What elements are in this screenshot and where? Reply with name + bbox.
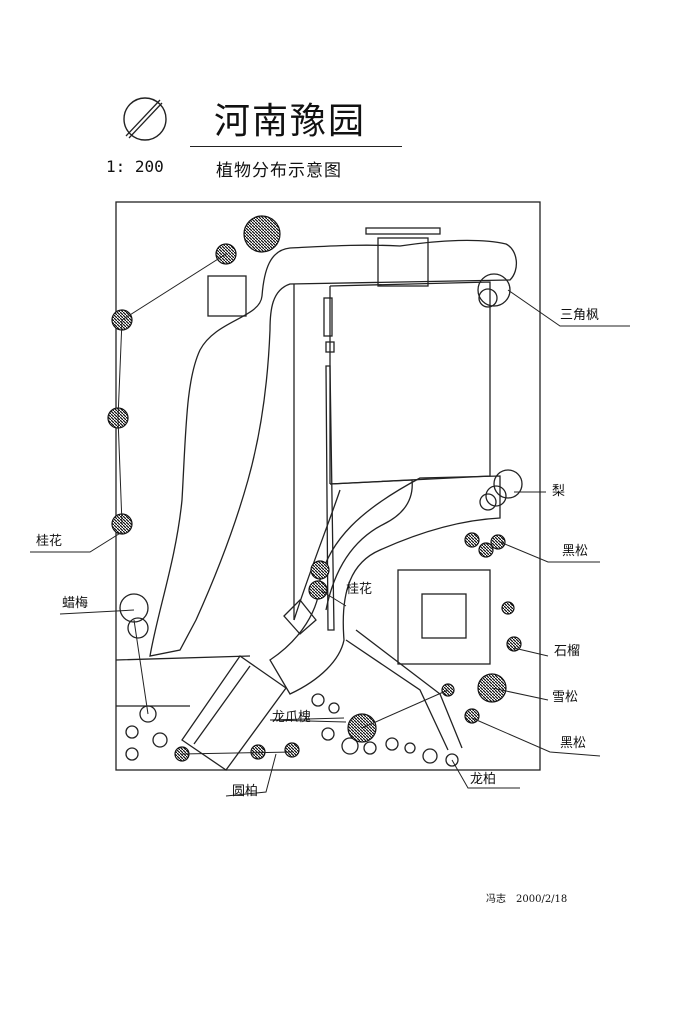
label-heisong-2: 黑松 — [560, 736, 587, 751]
label-lamei: 蜡梅 — [62, 596, 89, 611]
signature-date: 2000/2/18 — [516, 894, 568, 905]
stone-slab — [323, 297, 333, 337]
stone-slab — [325, 341, 335, 353]
lower-band — [115, 655, 251, 707]
page-title: 河南豫园 — [214, 101, 367, 142]
subtitle: 植物分布示意图 — [216, 161, 342, 181]
label-yuanbai: 圆柏 — [232, 784, 259, 799]
scale-label: 1: 200 — [106, 157, 164, 176]
label-shiliu: 石榴 — [554, 644, 581, 659]
title-underline — [190, 146, 402, 147]
courtyard-inner — [421, 593, 467, 639]
corridor-edge — [293, 479, 413, 621]
site-boundary — [115, 201, 541, 771]
label-guihua-left: 桂花 — [36, 534, 63, 549]
label-li: 梨 — [552, 484, 566, 499]
label-longzhuahuai: 龙爪槐 — [272, 710, 312, 725]
signature: 冯志 2000/2/18 — [486, 890, 577, 905]
label-xuesong: 雪松 — [552, 690, 579, 705]
entrance-step — [283, 599, 317, 635]
building — [377, 237, 429, 287]
winding-path — [149, 239, 517, 657]
label-heisong-1: 黑松 — [562, 544, 589, 559]
label-sanjiaofeng: 三角枫 — [560, 308, 600, 323]
label-guihua-center: 桂花 — [346, 582, 373, 597]
building-roof — [365, 227, 441, 235]
label-longbai: 龙柏 — [470, 772, 497, 787]
curved-path — [269, 475, 501, 695]
north-arrow-icon — [123, 97, 167, 141]
pavilion — [207, 275, 247, 317]
entrance-path — [181, 655, 287, 771]
signature-author: 冯志 — [486, 894, 506, 905]
courtyard — [397, 569, 491, 665]
stepping-strip — [325, 365, 335, 631]
